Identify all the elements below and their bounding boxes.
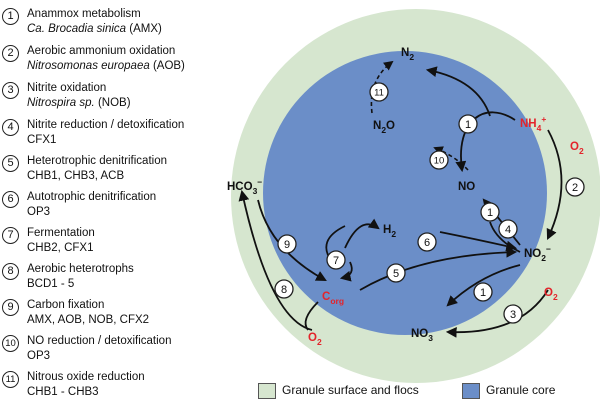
svg-text:1: 1 [465,119,471,131]
label-no: NO [458,181,475,193]
legend-process: Aerobic heterotrophs [27,263,134,275]
arrow-anammox-to-n2 [425,66,491,117]
arrow-corg-to-o2 [304,301,319,331]
legend-process: Nitrite reduction / detoxification [27,119,185,131]
species-labels: N2 N2O NH4+ O2 NO HCO3− H2 NO2− O2 Corg … [227,47,584,347]
arrow-nh4-to-no2 [546,129,563,240]
legend-organism: AMX, AOB, NOB, CFX2 [27,314,150,326]
legend-number: 9 [2,299,19,316]
svg-text:2: 2 [572,182,578,194]
label-no3: NO3 [411,328,433,343]
process-marker-1-top: 1 [458,114,478,134]
process-marker-10: 10 [429,150,449,170]
label-o2-top: O2 [570,141,584,156]
svg-text:1: 1 [487,207,493,219]
legend-process: Autotrophic denitrification [27,191,157,203]
svg-text:6: 6 [424,237,430,249]
svg-text:8: 8 [281,284,287,296]
legend-process: Aerobic ammonium oxidation [27,45,176,57]
legend-organism: BCD1 - 5 [27,278,75,290]
svg-text:7: 7 [333,255,339,267]
svg-text:9: 9 [284,239,290,251]
legend-number: 7 [2,227,19,244]
label-nh4: NH4+ [520,114,546,133]
legend-process: Nitrite oxidation [27,82,107,94]
legend-process: Fermentation [27,227,95,239]
svg-text:1: 1 [480,287,486,299]
legend-number: 8 [2,263,19,280]
arrow-corg-to-no2 [359,246,518,291]
surface-swatch [258,383,276,399]
process-marker-1-mid: 1 [480,202,500,222]
legend-process: Heterotrophic denitrification [27,155,167,167]
core-swatch [462,383,480,399]
process-marker-5: 5 [386,263,406,283]
arrow-no2-to-no3 [445,289,549,338]
process-marker-2: 2 [565,177,585,197]
arrow-h2-to-no2 [439,231,518,252]
legend-organism: Nitrosomonas europaea (AOB) [27,60,185,72]
legend-process: Carbon fixation [27,299,105,311]
process-legend: 1 Anammox metabolism Ca. Brocadia sinica… [0,0,250,403]
process-marker-7: 7 [326,250,346,270]
legend-number: 5 [2,155,19,172]
legend-process: Nitrous oxide reduction [27,371,145,383]
legend-organism: Nitrospira sp. (NOB) [27,97,131,109]
process-marker-4: 4 [498,219,518,239]
process-marker-3: 3 [503,304,523,324]
arrow-fermentation-to-h2 [344,218,380,249]
legend-process: Anammox metabolism [27,8,141,20]
label-o2-right: O2 [544,287,558,302]
svg-text:3: 3 [510,309,516,321]
process-marker-11: 11 [369,82,389,102]
legend-organism: OP3 [27,350,51,362]
process-markers: 11 1 10 2 1 4 9 6 7 5 8 1 3 [274,82,585,324]
legend-organism: CHB1, CHB3, ACB [27,170,125,182]
color-key: Granule surface and flocs Granule core [258,383,600,401]
legend-number: 6 [2,191,19,208]
process-marker-6: 6 [417,232,437,252]
legend-organism: CHB2, CFX1 [27,242,94,254]
arrow-no-to-n2o [433,146,469,171]
process-marker-8: 8 [274,279,294,299]
svg-text:10: 10 [434,156,445,167]
svg-text:5: 5 [393,268,399,280]
legend-number: 3 [2,82,19,99]
label-n2o: N2O [373,120,395,135]
granule-core [263,51,547,335]
legend-organism: Ca. Brocadia sinica (AMX) [27,23,162,35]
label-hco3: HCO3− [227,177,262,196]
core-key-label: Granule core [486,383,556,397]
process-marker-9: 9 [277,234,297,254]
arrow-fermentation-curl [339,261,353,282]
legend-organism: OP3 [27,206,51,218]
pathway-arrows [238,60,563,338]
arrow-no2-to-no3-anammox [446,264,521,307]
label-corg: Corg [322,291,344,306]
legend-organism: CHB1 - CHB3 [27,386,99,398]
label-n2: N2 [401,47,414,62]
label-o2-bottom: O2 [308,332,322,347]
process-marker-1-low: 1 [473,282,493,302]
legend-organism: CFX1 [27,134,57,146]
svg-text:4: 4 [505,224,511,236]
surface-key-label: Granule surface and flocs [282,383,419,397]
label-no2: NO2− [524,244,551,263]
svg-text:11: 11 [374,88,384,99]
legend-number: 2 [2,45,19,62]
legend-number: 1 [2,8,19,25]
legend-process: NO reduction / detoxification [27,335,172,347]
arrow-o2-to-hco3 [238,189,313,331]
legend-number: 4 [2,119,19,136]
label-h2: H2 [383,224,396,239]
legend-number: 11 [2,371,19,388]
legend-number: 10 [2,335,19,352]
